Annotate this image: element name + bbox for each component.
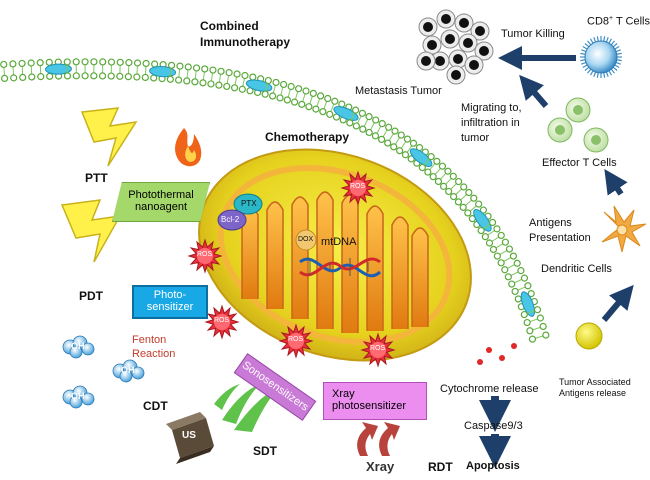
cd8-suffix: T Cells bbox=[613, 15, 650, 28]
ros-core bbox=[197, 248, 213, 264]
mtdna-label: mtDNA bbox=[321, 236, 357, 248]
cd8-t-cell-icon bbox=[580, 36, 622, 78]
ros-label: ROS bbox=[197, 251, 213, 258]
caspase-label: Caspase9/3 bbox=[464, 420, 523, 432]
cytochrome-label: Cytochrome release bbox=[440, 383, 539, 395]
oh-bubble bbox=[69, 395, 83, 409]
metastasis-label: Metastasis Tumor bbox=[355, 85, 442, 97]
migrating-line2: infiltration in bbox=[461, 117, 520, 129]
oh-bubble bbox=[119, 369, 133, 383]
pdt-lightning-icon bbox=[60, 199, 122, 263]
photothermal-line1: Photothermal bbox=[128, 189, 194, 202]
ros-core bbox=[370, 342, 386, 358]
ros-label: ROS bbox=[288, 336, 304, 343]
cell-membrane bbox=[0, 58, 550, 343]
effector-label: Effector T Cells bbox=[542, 157, 617, 169]
xray-ps-line1: Xray bbox=[332, 388, 355, 401]
fenton-line2: Reaction bbox=[132, 348, 176, 360]
cd8-prefix: CD8 bbox=[587, 15, 610, 28]
tumor-cells-icon bbox=[416, 9, 494, 85]
xray-arrows-icon bbox=[357, 422, 400, 456]
cytochrome-dots bbox=[477, 343, 517, 365]
taa-line2: Antigens release bbox=[559, 388, 627, 398]
dox-label: DOX bbox=[298, 236, 314, 243]
ptx-molecule bbox=[233, 193, 263, 215]
chemotherapy-label: Chemotherapy bbox=[265, 130, 350, 144]
antigens-line2: Presentation bbox=[529, 232, 591, 244]
oh-bubble bbox=[81, 342, 95, 356]
photothermal-line2: nanoagent bbox=[135, 201, 187, 213]
xray-photosensitizer-box: Xray photosensitizer bbox=[323, 382, 427, 420]
migrating-line1: Migrating to, bbox=[461, 102, 522, 114]
flame-icon bbox=[175, 128, 202, 167]
oh-label: ·OH bbox=[68, 341, 85, 351]
sdt-label: SDT bbox=[253, 444, 277, 458]
mtdna-helix bbox=[299, 257, 382, 278]
ros-core bbox=[350, 180, 366, 196]
dendritic-cell-icon bbox=[601, 205, 647, 253]
tumor-antigen-icon bbox=[575, 322, 603, 350]
title-line1: Combined bbox=[200, 19, 259, 33]
cd8-sup: + bbox=[609, 15, 614, 22]
ros-core bbox=[288, 333, 304, 349]
ptt-label: PTT bbox=[85, 171, 108, 185]
cdt-label: CDT bbox=[143, 399, 168, 413]
ros-group bbox=[187, 170, 396, 368]
pdt-label: PDT bbox=[79, 289, 103, 303]
oh-label: ·OH bbox=[68, 391, 85, 401]
ptx-label: PTX bbox=[241, 199, 257, 208]
xray-label: Xray bbox=[366, 459, 395, 474]
ros-core bbox=[214, 314, 230, 330]
dendritic-label: Dendritic Cells bbox=[541, 263, 612, 275]
rdt-label: RDT bbox=[428, 460, 453, 474]
ros-label: ROS bbox=[370, 345, 386, 352]
oh-bubble bbox=[69, 345, 83, 359]
us-label: US bbox=[182, 430, 196, 441]
ultrasound-device-icon bbox=[166, 412, 214, 464]
tumor-killing-label: Tumor Killing bbox=[501, 28, 565, 40]
cd8-label: CD8+ T Cells bbox=[587, 15, 650, 28]
oh-bubble bbox=[81, 392, 95, 406]
ptt-lightning-icon bbox=[80, 107, 138, 167]
bcl2-protein bbox=[217, 209, 247, 231]
xray-ps-line2: photosensitizer bbox=[332, 400, 406, 412]
photothermal-box: Photothermal nanoagent bbox=[112, 182, 210, 222]
antigens-line1: Antigens bbox=[529, 217, 572, 229]
migrating-line3: tumor bbox=[461, 132, 490, 144]
ros-label: ROS bbox=[350, 183, 366, 190]
mitochondrion-cristae bbox=[241, 191, 429, 333]
apoptosis-label: Apoptosis bbox=[466, 460, 520, 472]
oh-label: ·OH bbox=[118, 365, 135, 375]
ros-label: ROS bbox=[214, 317, 230, 324]
taa-line1: Tumor Associated bbox=[559, 377, 631, 387]
photosensitizer-line2: sensitizer bbox=[146, 301, 194, 313]
oh-bubble bbox=[131, 366, 145, 380]
bcl2-label: Bcl-2 bbox=[221, 215, 240, 224]
title-line2: Immunotherapy bbox=[200, 35, 291, 49]
photosensitizer-line1: Photo- bbox=[153, 289, 187, 302]
arrow-to-effector bbox=[604, 169, 628, 196]
dox-molecule bbox=[295, 229, 317, 251]
fenton-line1: Fenton bbox=[132, 334, 167, 346]
photosensitizer-box: Photo- sensitizer bbox=[132, 285, 208, 319]
hydroxyl-radicals bbox=[62, 335, 145, 409]
effector-t-cells-icon bbox=[547, 97, 609, 153]
